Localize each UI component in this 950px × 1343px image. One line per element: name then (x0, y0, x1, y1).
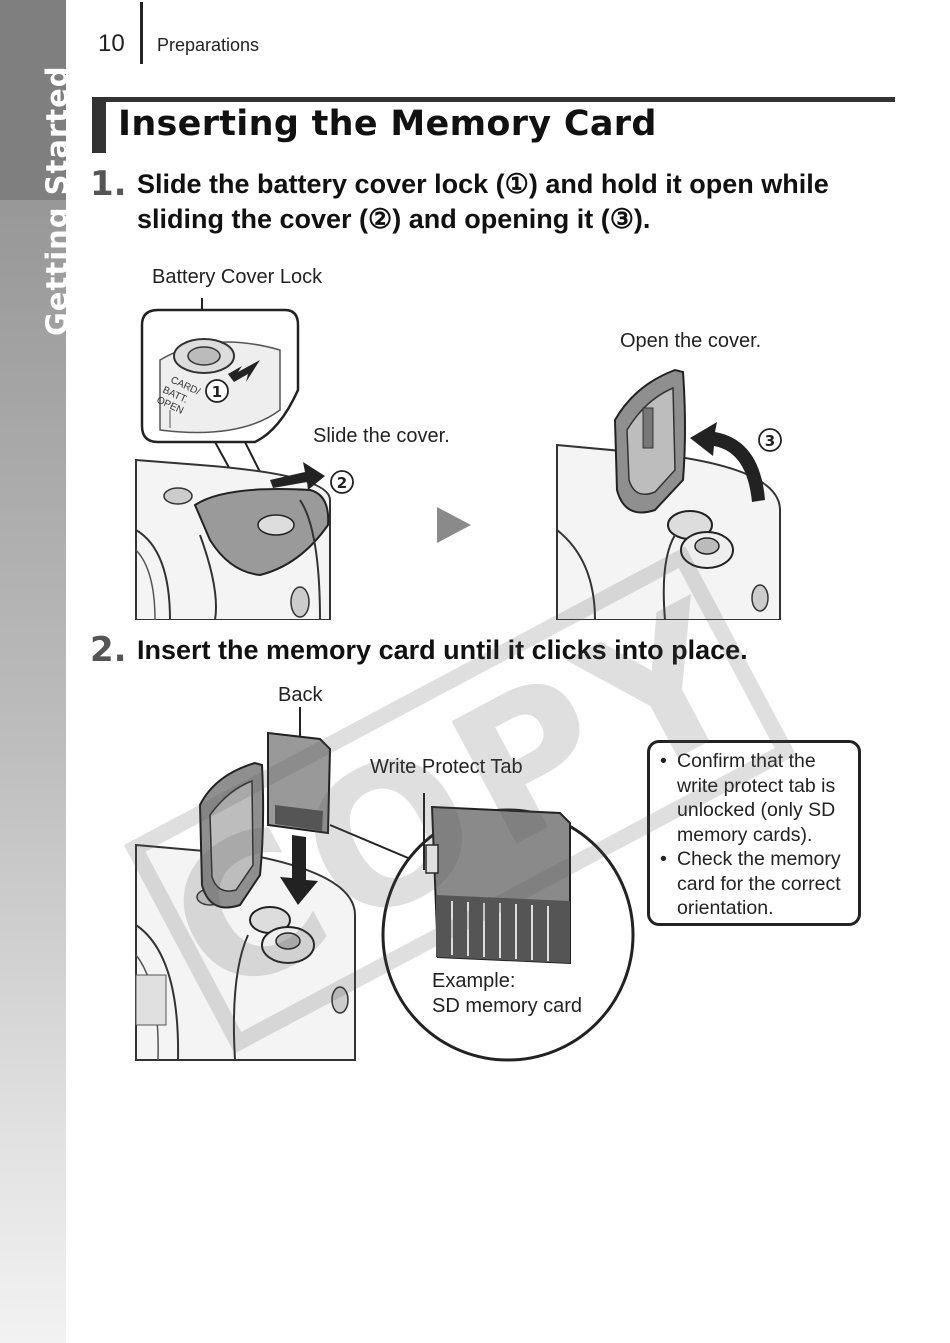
header-divider (140, 2, 143, 64)
step-1-instruction: Slide the battery cover lock (①) and hol… (137, 167, 829, 237)
page-number: 10 (98, 30, 125, 58)
battery-cover-lock-caption: Battery Cover Lock (152, 266, 322, 289)
step-1-line-1: Slide the battery cover lock (①) and hol… (137, 167, 829, 202)
step-1-number: 1. (90, 164, 127, 204)
title-rule (92, 97, 895, 102)
step-1-line-2: sliding the cover (②) and opening it (③)… (137, 202, 829, 237)
marker-3: 3 (765, 432, 775, 450)
section-name: Preparations (157, 35, 259, 56)
open-cover-caption: Open the cover. (620, 330, 761, 353)
marker-1: 1 (212, 383, 222, 401)
marker-2: 2 (337, 474, 347, 492)
page-title: Inserting the Memory Card (118, 104, 657, 144)
copy-watermark: COPY (110, 520, 810, 1080)
watermark-text: COPY (135, 557, 784, 1042)
title-marker (92, 97, 106, 153)
battery-lock-inset: CARD/ BATT. OPEN 1 (142, 310, 298, 442)
side-tab-label: Getting Started (40, 65, 74, 336)
